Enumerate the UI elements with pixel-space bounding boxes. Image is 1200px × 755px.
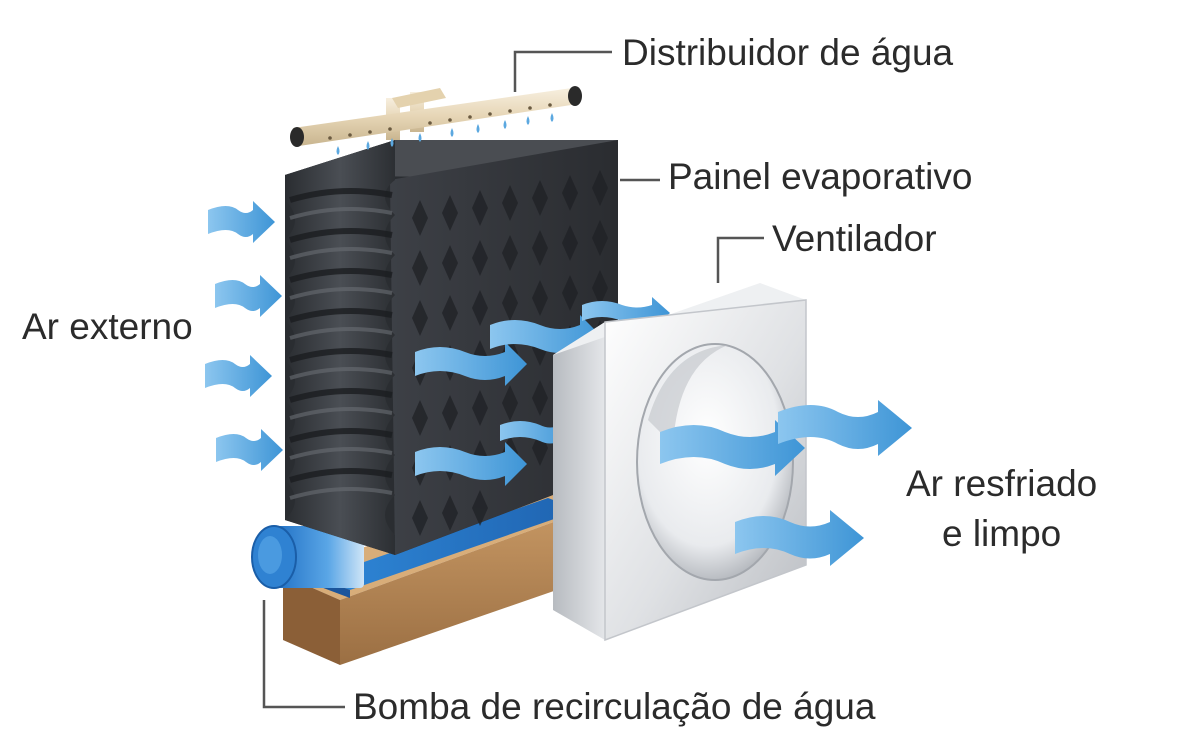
outgoing-airflow xyxy=(660,400,912,566)
label-bomba-de-recirculacao: Bomba de recirculação de água xyxy=(353,686,876,727)
label-distribuidor-de-agua: Distribuidor de água xyxy=(622,32,954,73)
air-arrow-internal-1 xyxy=(415,342,527,386)
air-arrow-in-4 xyxy=(216,429,283,471)
incoming-airflow xyxy=(205,201,283,471)
recirculation-pump xyxy=(251,525,364,589)
air-arrow-out-1 xyxy=(660,420,805,476)
evaporative-panel xyxy=(285,140,618,555)
label-ar-resfriado-line1: Ar resfriado xyxy=(906,463,1098,504)
label-painel-evaporativo: Painel evaporativo xyxy=(668,156,973,197)
air-arrow-out-2 xyxy=(778,400,912,456)
water-droplets xyxy=(336,113,554,155)
air-arrow-in-3 xyxy=(205,355,272,397)
water-channel xyxy=(318,498,580,590)
label-ar-resfriado-e-limpo: Ar resfriado e limpo xyxy=(906,459,1097,559)
air-arrow-in-2 xyxy=(215,275,282,317)
panel-highlights xyxy=(289,207,393,500)
pipe-end-left xyxy=(290,127,304,147)
panel-ridges xyxy=(289,188,393,483)
water-distributor xyxy=(290,86,582,155)
label-ar-resfriado-line2: e limpo xyxy=(941,513,1062,554)
leader-line-distribuidor xyxy=(513,50,612,92)
pipe-end-right xyxy=(568,86,582,106)
label-ar-externo: Ar externo xyxy=(22,306,193,347)
air-arrow-in-1 xyxy=(208,201,275,243)
air-arrow-internal-3 xyxy=(415,442,527,486)
leader-line-ventilador xyxy=(716,236,764,283)
leader-line-bomba xyxy=(262,600,345,709)
leader-lines xyxy=(262,50,764,709)
air-arrow-out-3 xyxy=(735,510,864,566)
label-ventilador: Ventilador xyxy=(772,218,937,259)
